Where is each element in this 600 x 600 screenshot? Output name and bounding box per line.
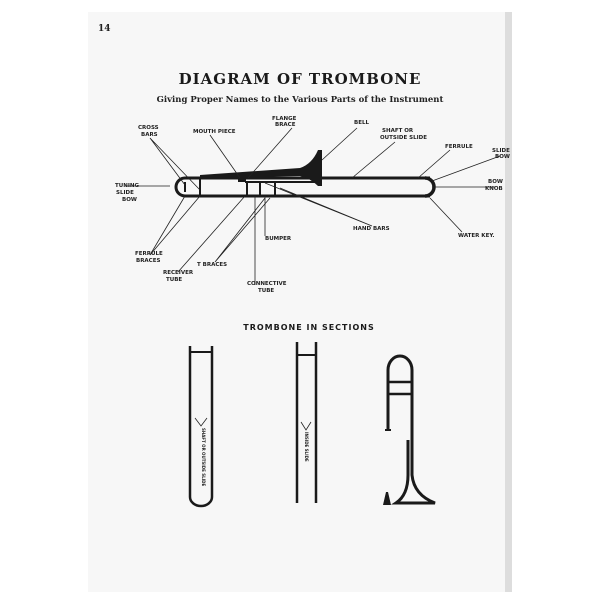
label-connective-tube-1: CONNECTIVE (247, 281, 287, 287)
label-flange-brace-2: BRACE (275, 122, 296, 128)
label-ferrule-braces-2: BRACES (136, 258, 160, 264)
label-tuning-1: TUNING (115, 183, 139, 189)
label-cross-bars-1: CROSS (138, 125, 159, 131)
inside-slide-section: INSIDE SLIDE (295, 342, 318, 503)
label-bow-knob-2: KNOB (485, 186, 503, 192)
label-shaft-2: OUTSIDE SLIDE (380, 135, 427, 141)
label-slide-bow-2: BOW (495, 154, 510, 160)
trombone-drawing (174, 150, 436, 198)
label-t-braces: T BRACES (197, 262, 227, 268)
leader-lines (125, 127, 501, 285)
label-tuning-3: BOW (122, 197, 137, 203)
label-water-key: WATER KEY. (458, 233, 495, 239)
bell-section (383, 354, 436, 505)
page-subtitle: Giving Proper Names to the Various Parts… (157, 95, 444, 105)
sections-title: TROMBONE IN SECTIONS (243, 323, 374, 332)
label-flange-brace-1: FLANGE (272, 116, 297, 122)
label-bumper: BUMPER (265, 236, 292, 242)
bell-shape (200, 150, 322, 186)
page-number: 14 (98, 24, 111, 34)
page-sheet (88, 12, 512, 592)
label-ferrule-braces-1: FERRULE (135, 251, 163, 257)
mouthpiece-shape (383, 492, 391, 505)
label-outside-slide: SHAFT OR OUTSIDE SLIDE (201, 428, 206, 486)
label-tuning-2: SLIDE (116, 190, 134, 196)
label-slide-bow-1: SLIDE (492, 148, 510, 154)
page-title: DIAGRAM OF TROMBONE (179, 70, 422, 88)
label-connective-tube-2: TUBE (258, 288, 274, 294)
label-receiver-tube-1: RECEIVER (163, 270, 194, 276)
label-ferrule: FERRULE (445, 144, 473, 150)
label-inside-slide: INSIDE SLIDE (304, 432, 309, 462)
outside-slide-section: SHAFT OR OUTSIDE SLIDE (188, 346, 214, 508)
label-receiver-tube-2: TUBE (166, 277, 182, 283)
label-cross-bars-2: BARS (141, 132, 158, 138)
label-bell: BELL (354, 120, 369, 126)
label-shaft-1: SHAFT OR (382, 128, 414, 134)
label-mouth-piece: MOUTH PIECE (193, 129, 236, 135)
label-bow-knob-1: BOW (488, 179, 503, 185)
label-hand-bars: HAND BARS (353, 226, 390, 232)
